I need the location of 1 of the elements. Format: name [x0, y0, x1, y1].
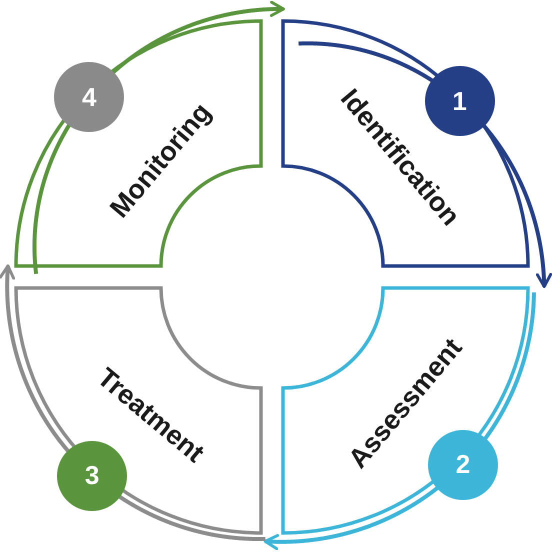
step-number: 3: [57, 440, 128, 511]
